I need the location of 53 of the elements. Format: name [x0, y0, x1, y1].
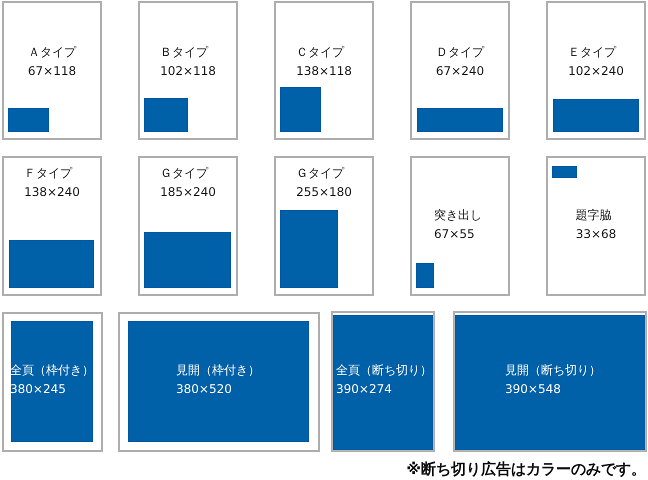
ad-size-card	[546, 1, 646, 140]
ad-type-label: 全頁（断ち切り）	[336, 362, 432, 379]
ad-size-label: 390×548	[505, 381, 562, 398]
ad-area	[144, 98, 188, 132]
ad-size-label: 138×240	[24, 184, 80, 201]
ad-type-label: Ｄタイプ	[436, 44, 484, 61]
ad-size-card	[2, 156, 102, 296]
ad-size-label: 102×118	[160, 63, 216, 80]
ad-type-label: 見開（枠付き）	[176, 362, 260, 379]
ad-area	[128, 321, 309, 442]
ad-area	[280, 87, 321, 132]
ad-size-label: 67×240	[436, 63, 484, 80]
ad-size-label: 390×274	[336, 381, 393, 398]
ad-size-card	[274, 1, 374, 140]
ad-size-label: 380×245	[10, 381, 67, 398]
ad-size-label: 138×118	[296, 63, 352, 80]
ad-type-label: Ｃタイプ	[296, 44, 346, 61]
ad-type-label: Ｇタイプ	[160, 165, 210, 182]
ad-type-label: 見開（断ち切り）	[505, 362, 601, 379]
ad-type-label: Ａタイプ	[28, 44, 76, 61]
ad-size-card	[546, 156, 646, 296]
ad-size-label: 33×68	[576, 226, 616, 243]
ad-size-label: 255×180	[296, 184, 352, 201]
ad-area	[280, 210, 338, 288]
ad-size-card	[138, 1, 238, 140]
ad-area	[144, 232, 231, 288]
ad-area	[8, 108, 49, 132]
ad-area	[417, 108, 503, 132]
ad-area	[552, 166, 577, 178]
ad-type-label: Ｆタイプ	[24, 165, 74, 182]
ad-type-label: 全頁（枠付き）	[10, 362, 94, 379]
ad-type-label: Ｅタイプ	[568, 44, 618, 61]
ad-size-card	[2, 312, 103, 452]
ad-type-label: 突き出し	[434, 207, 482, 224]
ad-type-label: Ｇタイプ	[296, 165, 346, 182]
ad-size-label: 102×240	[568, 63, 624, 80]
ad-type-label: 題字脇	[576, 207, 613, 224]
ad-size-card	[410, 1, 510, 140]
ad-size-label: 67×118	[28, 63, 76, 80]
ad-area	[553, 99, 639, 132]
note-text: ※断ち切り広告はカラーのみです。	[406, 460, 646, 479]
ad-size-card	[410, 156, 510, 296]
ad-size-card	[118, 312, 320, 452]
ad-size-card	[274, 156, 374, 296]
ad-size-card	[138, 156, 238, 296]
ad-size-label: 67×55	[434, 226, 476, 243]
ad-size-label: 185×240	[160, 184, 216, 201]
ad-area	[9, 240, 94, 288]
ad-area	[11, 321, 93, 442]
ad-size-card	[2, 1, 102, 140]
ad-size-label: 380×520	[176, 381, 233, 398]
ad-type-label: Ｂタイプ	[160, 44, 210, 61]
ad-area	[416, 263, 434, 288]
